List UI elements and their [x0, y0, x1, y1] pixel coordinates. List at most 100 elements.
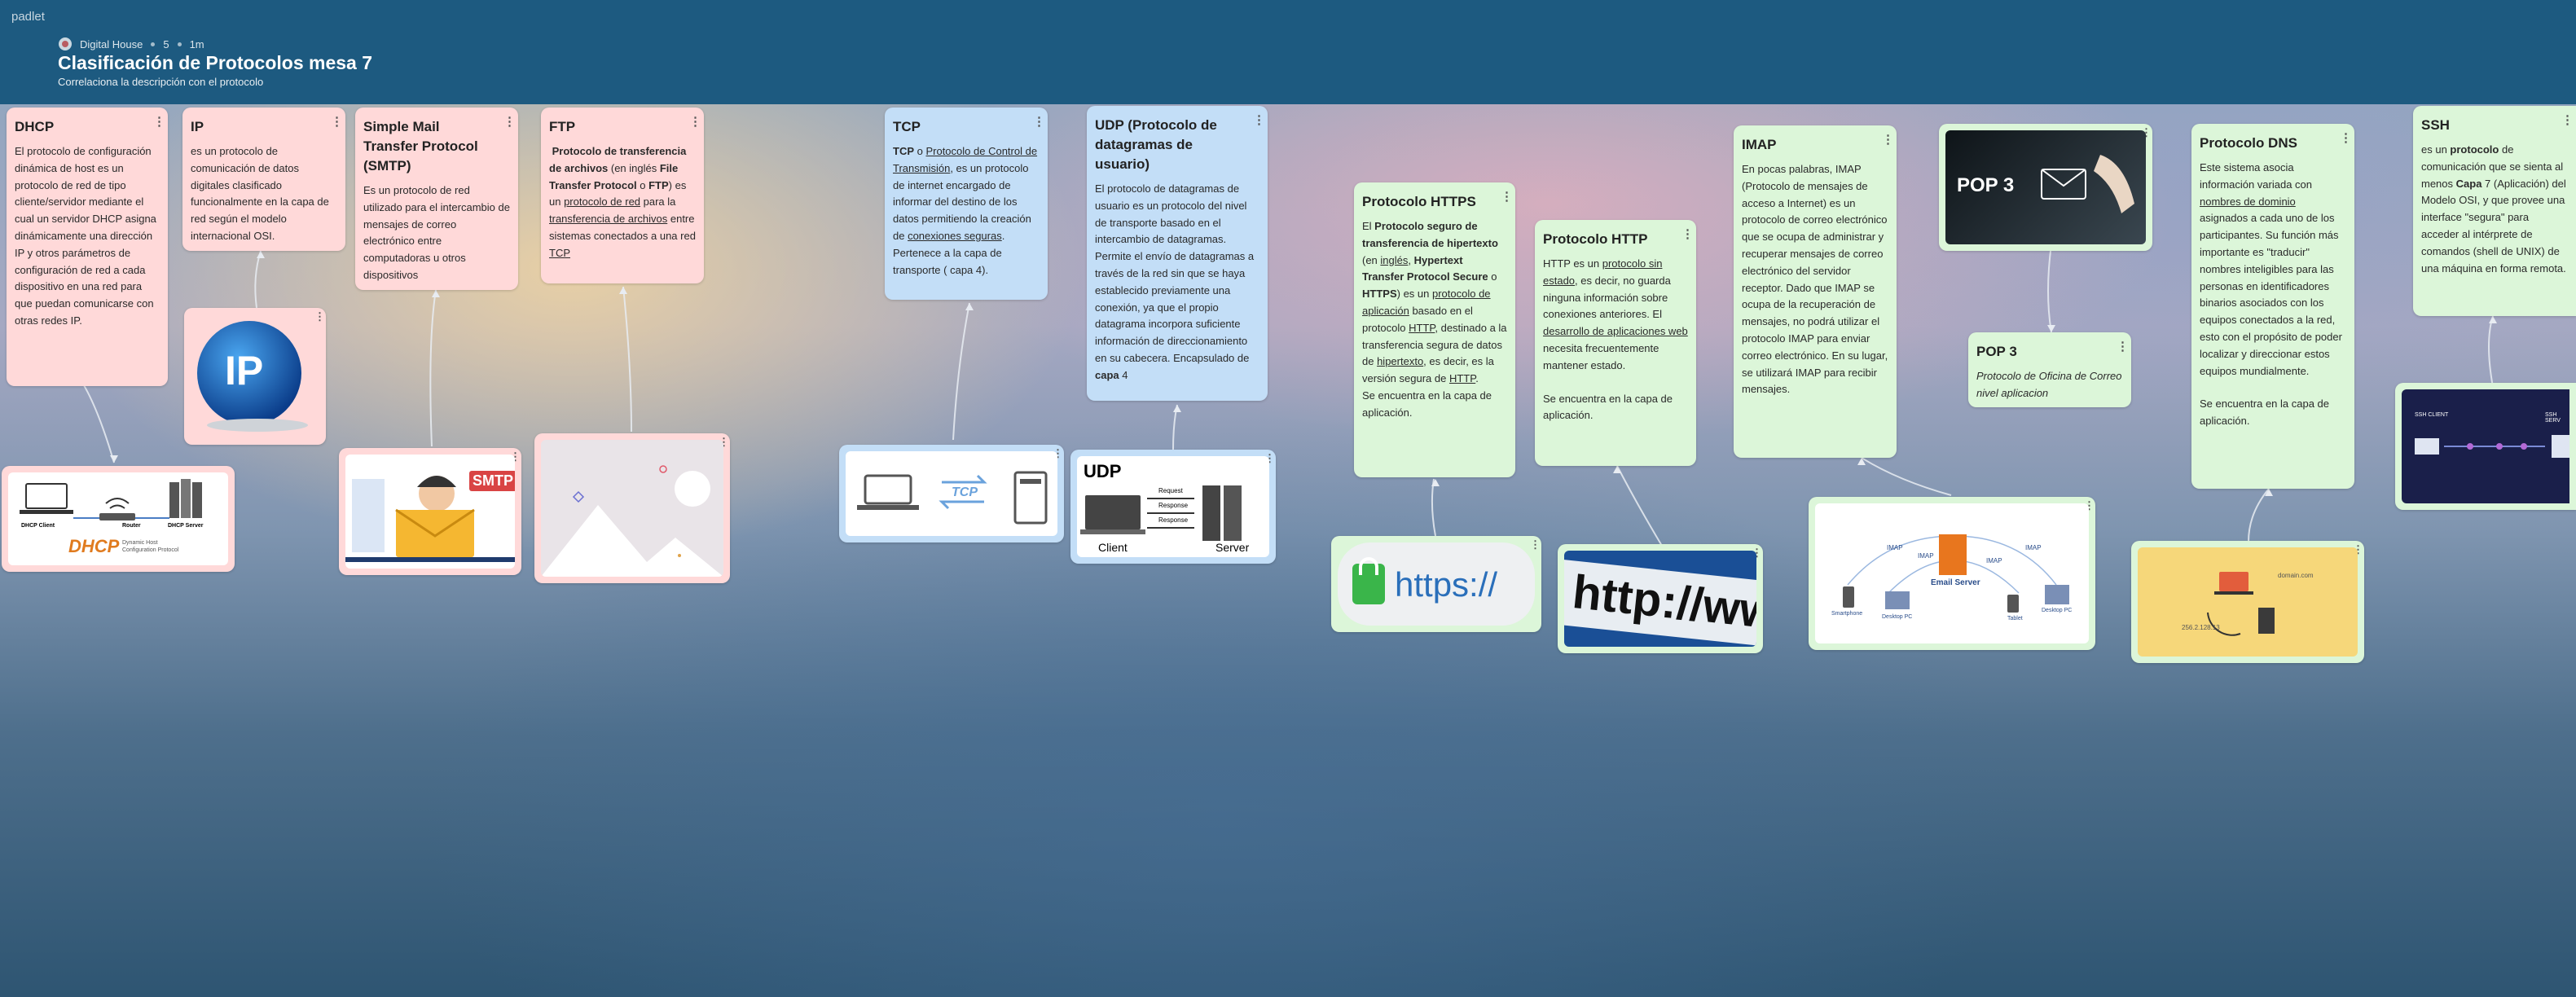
board-meta: Digital House 5 1m — [59, 37, 204, 51]
link[interactable]: TCP — [549, 246, 570, 259]
post-tcp[interactable]: ⋮ TCP TCP o Protocolo de Control de Tran… — [885, 108, 1048, 300]
ip-label: IP — [225, 348, 264, 393]
post-body: Es un protocolo de red utilizado para el… — [363, 184, 510, 281]
client-label: Client — [1098, 541, 1128, 554]
post-pop3[interactable]: ⋮ POP 3 Protocolo de Oficina de Correo n… — [1968, 332, 2131, 407]
response-label: Response — [1158, 516, 1189, 524]
post-image-tcp[interactable]: ⋮ TCP — [839, 445, 1064, 542]
kebab-icon[interactable]: ⋮ — [689, 115, 701, 129]
post-body: El protocolo de datagramas de usuario es… — [1095, 182, 1255, 381]
post-udp[interactable]: ⋮ UDP (Protocolo de datagramas de usuari… — [1087, 106, 1268, 401]
post-body: El Protocolo seguro de transferencia de … — [1362, 220, 1507, 419]
device-label: Desktop PC — [1882, 614, 1913, 620]
post-ftp[interactable]: ⋮ FTP Protocolo de transferencia de arch… — [541, 108, 704, 283]
post-ip[interactable]: ⋮ IP es un protocolo de comunicación de … — [182, 108, 345, 251]
https-illustration: https:// — [1338, 542, 1535, 626]
router-label: Router — [122, 523, 141, 529]
link[interactable]: inglés — [1380, 253, 1409, 266]
imap-label: IMAP — [1918, 552, 1934, 560]
post-image-ssh[interactable]: SSH CLIENT SSH SERV — [2395, 383, 2576, 510]
post-image-placeholder[interactable]: ⋮ — [534, 433, 730, 583]
device-label: Desktop PC — [2042, 608, 2073, 613]
kebab-icon[interactable]: ⋮ — [153, 115, 165, 129]
link[interactable]: protocolo de aplicación — [1362, 288, 1491, 317]
avatar-icon[interactable] — [59, 37, 72, 51]
post-body: HTTP es un protocolo sin estado, es deci… — [1543, 257, 1688, 371]
padlet-logo[interactable]: padlet — [11, 10, 45, 24]
post-image-udp[interactable]: ⋮ UDP Request Response Response Client S… — [1070, 450, 1276, 564]
post-ssh[interactable]: ⋮ SSH es un protocolo de comunicación qu… — [2413, 106, 2576, 316]
post-title: TCP — [893, 119, 921, 134]
kebab-icon[interactable]: ⋮ — [2117, 340, 2129, 354]
link[interactable]: HTTP — [1409, 321, 1435, 334]
link[interactable]: desarrollo de aplicaciones web — [1543, 325, 1688, 338]
link[interactable]: conexiones seguras — [908, 229, 1002, 242]
post-body: es un protocolo de comunicación de datos… — [191, 145, 329, 242]
ip-illustration: IP — [191, 314, 319, 438]
post-http[interactable]: ⋮ Protocolo HTTP HTTP es un protocolo si… — [1535, 220, 1696, 466]
kebab-icon[interactable]: ⋮ — [2561, 113, 2574, 127]
post-image-imap[interactable]: ⋮ IMAP IMAP IMAP IMAP Email Server Smart… — [1809, 497, 2095, 650]
post-image-dhcp[interactable]: DHCP Client Router DHCP Server DHCP Dyna… — [2, 466, 235, 572]
post-smtp[interactable]: ⋮ Simple Mail Transfer Protocol (SMTP) E… — [355, 108, 518, 290]
post-body: es un protocolo de comunicación que se s… — [2421, 143, 2566, 275]
kebab-icon[interactable]: ⋮ — [1882, 133, 1894, 147]
http-illustration: http://ww — [1564, 551, 1756, 647]
link[interactable]: transferencia de archivos — [549, 213, 668, 226]
post-dhcp[interactable]: ⋮ DHCP El protocolo de configuración din… — [7, 108, 168, 386]
smtp-illustration: SMTP — [345, 455, 515, 569]
ssh-server-label: SSH SERV — [2545, 412, 2561, 424]
owner-name[interactable]: Digital House — [80, 37, 143, 51]
post-imap[interactable]: ⋮ IMAP En pocas palabras, IMAP (Protocol… — [1734, 125, 1897, 458]
post-image-pop3[interactable]: ⋮ POP 3 — [1939, 124, 2152, 251]
link[interactable]: nombres de dominio — [2200, 195, 2296, 208]
kebab-icon[interactable]: ⋮ — [1530, 538, 1541, 551]
kebab-icon[interactable]: ⋮ — [331, 115, 343, 129]
link[interactable]: protocolo sin estado — [1543, 257, 1663, 287]
dhcp-logo: DHCP — [68, 536, 120, 556]
post-image-https[interactable]: ⋮ https:// — [1331, 536, 1541, 632]
separator-dot — [177, 42, 182, 46]
request-label: Request — [1158, 487, 1183, 494]
kebab-icon[interactable]: ⋮ — [2340, 131, 2352, 145]
tcp-label: TCP — [952, 485, 978, 499]
post-title: IMAP — [1742, 137, 1777, 152]
kebab-icon[interactable]: ⋮ — [503, 115, 516, 129]
smtp-label: SMTP — [469, 471, 515, 491]
post-https[interactable]: ⋮ Protocolo HTTPS El Protocolo seguro de… — [1354, 182, 1515, 477]
https-label: https:// — [1395, 565, 1498, 604]
kebab-icon[interactable]: ⋮ — [1033, 115, 1045, 129]
post-image-smtp[interactable]: ⋮ SMTP — [339, 448, 521, 575]
post-image-ip[interactable]: ⋮ IP — [184, 308, 326, 445]
board-header: padlet Digital House 5 1m Clasificación … — [0, 0, 2576, 104]
link[interactable]: hipertexto — [1377, 355, 1424, 368]
link[interactable]: Protocolo de Control de Transmisión — [893, 145, 1038, 174]
post-body: En pocas palabras, IMAP (Protocolo de me… — [1742, 163, 1888, 396]
imap-label: IMAP — [2025, 544, 2042, 551]
post-dns[interactable]: ⋮ Protocolo DNS Este sistema asocia info… — [2191, 124, 2354, 489]
udp-illustration: UDP Request Response Response Client Ser… — [1077, 456, 1269, 557]
post-body-2: Se encuentra en la capa de aplicación. — [1543, 392, 1673, 422]
post-title: SSH — [2421, 117, 2450, 133]
kebab-icon[interactable]: ⋮ — [1253, 113, 1265, 127]
link[interactable]: protocolo de red — [564, 195, 641, 209]
time-ago: 1m — [189, 37, 204, 51]
post-title: Simple Mail Transfer Protocol (SMTP) — [363, 119, 478, 173]
tcp-illustration: TCP — [846, 451, 1057, 536]
imap-label: IMAP — [1986, 557, 2002, 564]
kebab-icon[interactable]: ⋮ — [1681, 227, 1694, 241]
post-body: TCP o Protocolo de Control de Transmisió… — [893, 145, 1038, 276]
kebab-icon[interactable]: ⋮ — [314, 310, 325, 323]
placeholder-image-icon — [541, 440, 723, 577]
post-image-dns[interactable]: ⋮ domain.com 256.2.128.13 — [2131, 541, 2364, 663]
post-image-http[interactable]: ⋮ http://ww — [1558, 544, 1763, 653]
post-title: Protocolo HTTP — [1543, 231, 1648, 247]
post-title: Protocolo DNS — [2200, 135, 2297, 151]
dhcp-client-label: DHCP Client — [21, 523, 55, 529]
imap-illustration: IMAP IMAP IMAP IMAP Email Server Smartph… — [1815, 503, 2089, 643]
link[interactable]: HTTP — [1448, 372, 1476, 385]
kebab-icon[interactable]: ⋮ — [1501, 190, 1513, 204]
post-body: Protocolo de Oficina de Correo nivel apl… — [1976, 370, 2122, 399]
post-title: DHCP — [15, 119, 55, 134]
udp-title: UDP — [1084, 461, 1122, 481]
